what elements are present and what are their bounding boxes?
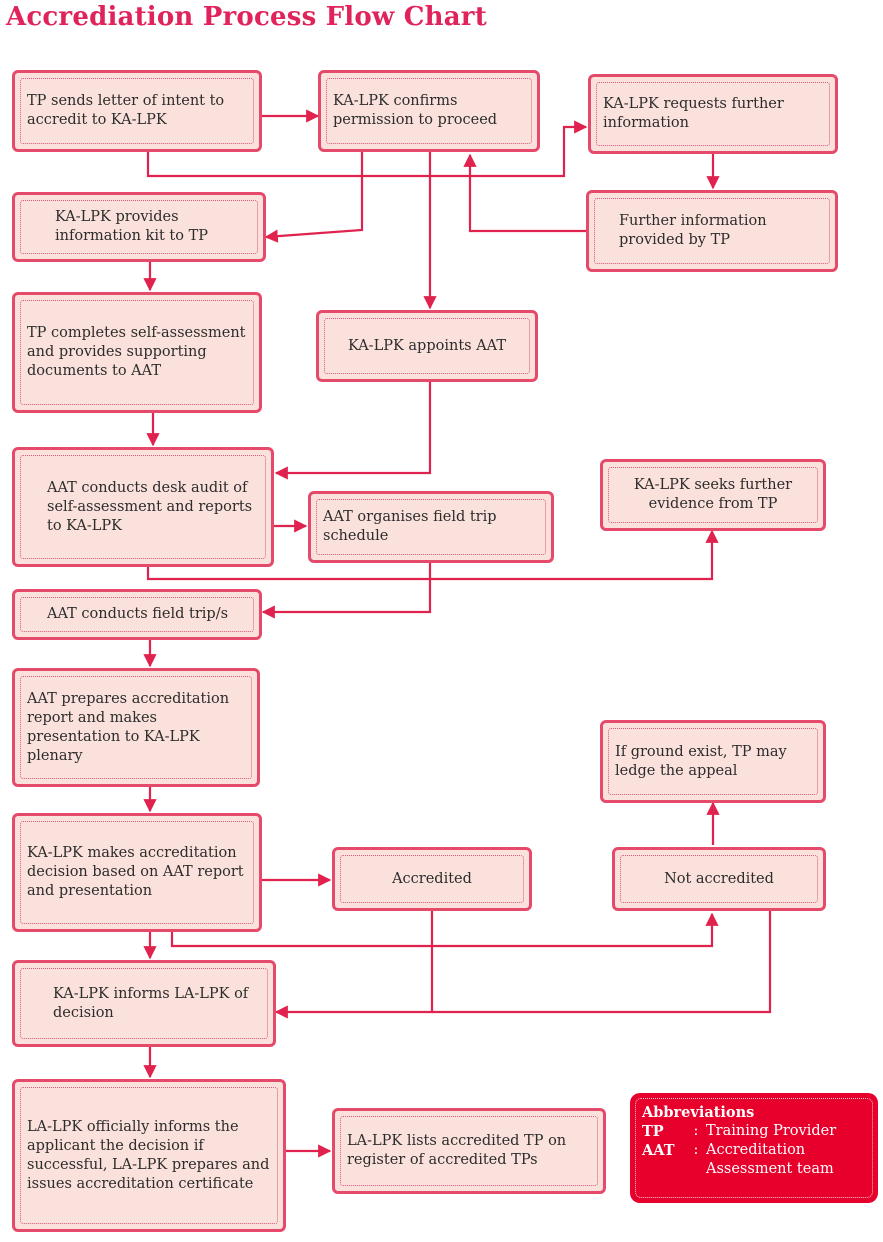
node-ka-decision: KA-LPK makes accreditation decision base… [12, 813, 262, 932]
node-la-lists: LA-LPK lists accredited TP on register o… [332, 1108, 606, 1194]
abbreviations-heading: Abbreviations [642, 1104, 755, 1121]
node-appeal: If ground exist, TP may ledge the appeal [600, 720, 826, 803]
node-ka-confirms: KA-LPK confirms permission to proceed [318, 70, 540, 152]
node-ka-further-evidence: KA-LPK seeks further evidence from TP [600, 459, 826, 531]
node-tp-self-assessment: TP completes self-assessment and provide… [12, 292, 262, 413]
node-ka-appoints: KA-LPK appoints AAT [316, 310, 538, 382]
node-la-informs: LA-LPK officially informs the applicant … [12, 1079, 286, 1232]
arrow-accredited-to-informs [274, 911, 434, 1019]
arrow-appoints-to-desk [274, 382, 432, 480]
node-aat-desk-audit: AAT conducts desk audit of self-assessme… [12, 447, 274, 567]
arrow-letter-to-requests [146, 120, 588, 178]
page-title: Accrediation Process Flow Chart [6, 2, 487, 32]
abbreviations-panel: Abbreviations TP : Training Provider AAT… [630, 1093, 878, 1203]
node-not-accredited: Not accredited [612, 847, 826, 911]
arrow-decision-to-notaccredited [170, 912, 719, 948]
node-aat-field-trip: AAT conducts field trip/s [12, 589, 262, 640]
arrow-further-to-confirms [463, 153, 586, 233]
abbreviation-row: TP : Training Provider [642, 1123, 837, 1140]
node-aat-report: AAT prepares accreditation report and ma… [12, 668, 260, 787]
abbreviation-row: AAT : Accreditation Assessment team [642, 1142, 834, 1177]
node-ka-requests: KA-LPK requests further information [588, 74, 838, 154]
node-ka-info-kit: KA-LPK provides information kit to TP [12, 192, 266, 262]
node-tp-letter: TP sends letter of intent to accredit to… [12, 70, 262, 152]
node-aat-field-schedule: AAT organises field trip schedule [308, 491, 554, 563]
arrow-notaccredited-to-informs [432, 911, 772, 1014]
arrow-schedule-to-fieldtrip [261, 563, 432, 619]
node-ka-informs-la: KA-LPK informs LA-LPK of decision [12, 960, 276, 1047]
node-accredited: Accredited [332, 847, 532, 911]
arrow-confirms-to-kit [264, 152, 364, 243]
node-further-info: Further information provided by TP [586, 190, 838, 272]
